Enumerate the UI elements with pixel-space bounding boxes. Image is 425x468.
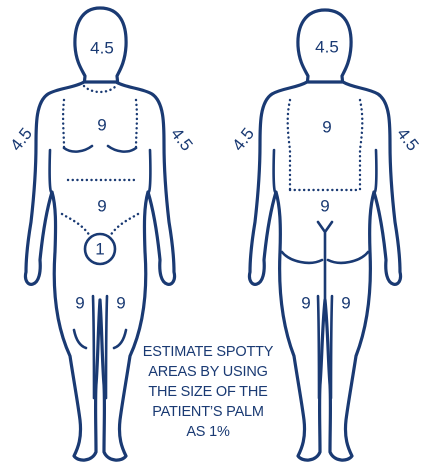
front-right-leg-value: 9: [75, 293, 84, 312]
back-upper-back-value: 9: [322, 117, 331, 136]
front-head-value: 4.5: [90, 38, 114, 57]
note-line: ESTIMATE SPOTTY: [143, 344, 274, 360]
front-right-arm-value: 4.5: [6, 124, 36, 154]
front-leg-seam-left: [106, 296, 107, 398]
front-chest-value: 9: [97, 115, 106, 134]
back-right-arm-value: 4.5: [393, 124, 423, 154]
back-leg-seam-right: [331, 296, 332, 398]
note-line: PATIENT’S PALM: [152, 404, 264, 420]
front-left-leg-value: 9: [116, 293, 125, 312]
back-left-leg-value: 9: [301, 293, 310, 312]
back-leg-seam-left: [318, 296, 319, 398]
note-line: AREAS BY USING: [148, 364, 267, 380]
front-leg-seam-right: [93, 296, 94, 398]
front-abdomen-value: 9: [97, 196, 106, 215]
palm-estimate-note: ESTIMATE SPOTTY AREAS BY USING THE SIZE …: [143, 344, 274, 440]
back-head-value: 4.5: [315, 37, 339, 56]
note-line: AS 1%: [186, 424, 230, 440]
note-line: THE SIZE OF THE: [148, 384, 268, 400]
back-right-leg-value: 9: [341, 293, 350, 312]
front-genital-value: 1: [95, 239, 104, 258]
back-lower-back-value: 9: [320, 196, 329, 215]
back-figure: [249, 10, 400, 460]
back-left-arm-value: 4.5: [228, 124, 258, 154]
front-left-arm-value: 4.5: [167, 124, 197, 154]
